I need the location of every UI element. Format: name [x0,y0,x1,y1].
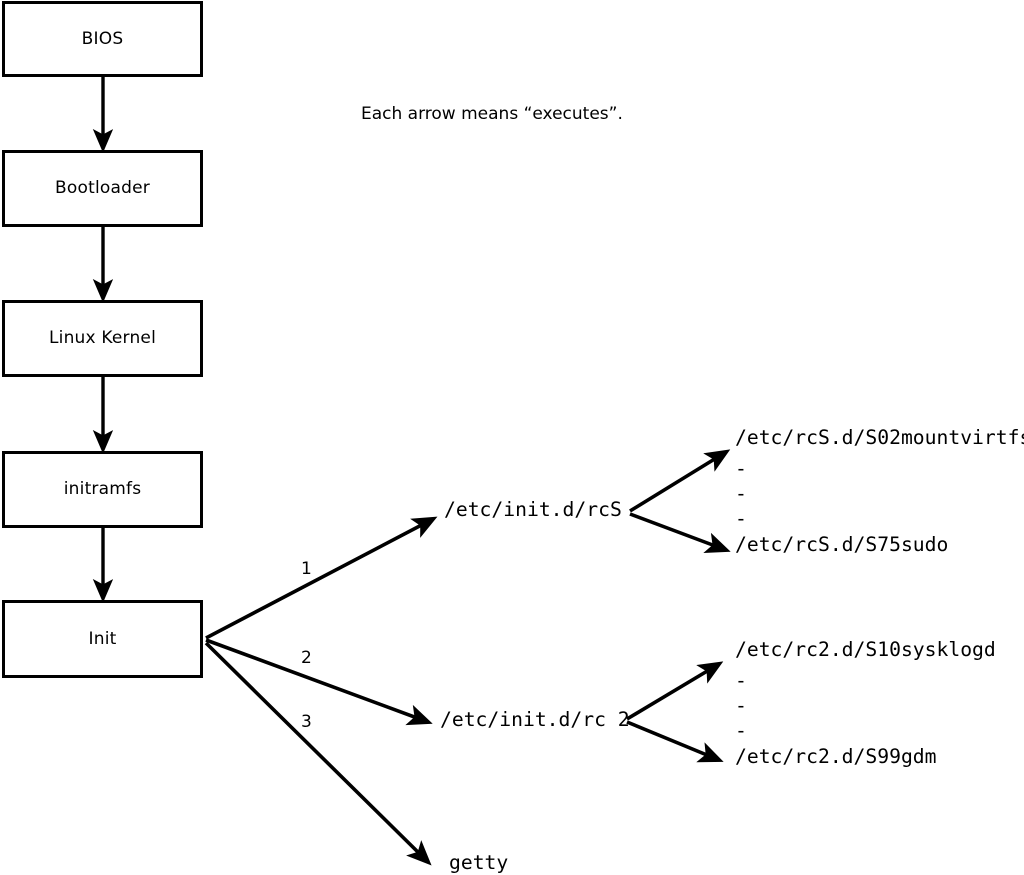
node-label-bios: BIOS [81,28,124,49]
node-box-init[interactable]: Init [2,600,203,678]
node-label-bootloader: Bootloader [55,178,150,198]
ellipsis-mark-rc2-2: - [735,694,747,717]
ellipsis-mark-rc2-1: - [735,669,747,692]
arrow-init-to-rc2 [205,638,433,726]
edge-number-1: 1 [301,559,312,579]
node-box-linux-kernel[interactable]: Linux Kernel [2,300,203,377]
arrow-init-to-rcS [205,516,438,640]
text-node-rc2-first[interactable]: /etc/rc2.d/S10sysklogd [735,638,996,661]
text-node-getty[interactable]: getty [449,851,509,874]
arrow-init-to-getty [204,641,432,866]
text-node-rc2[interactable]: /etc/init.d/rc 2 [440,708,630,731]
ellipsis-mark-rc2-3: - [735,719,747,742]
arrow-rc2-to-last [626,720,724,763]
arrow-rcS-to-first [629,449,731,513]
arrow-rc2-to-first [626,661,724,721]
diagram-caption: Each arrow means “executes”. [361,104,623,124]
ellipsis-mark-rcS-1: - [735,457,747,480]
edge-number-2: 2 [301,648,312,668]
text-node-rcS-first[interactable]: /etc/rcS.d/S02mountvirtfs [735,426,1024,449]
text-node-rc2-last[interactable]: /etc/rc2.d/S99gdm [735,745,937,768]
ellipsis-mark-rcS-2: - [735,482,747,505]
node-label-init: Init [88,628,117,649]
arrow-rcS-to-last [629,512,731,554]
node-box-bootloader[interactable]: Bootloader [2,150,203,227]
text-node-rcS[interactable]: /etc/init.d/rcS [444,498,622,521]
node-label-linux-kernel: Linux Kernel [48,328,156,348]
node-box-initramfs[interactable]: initramfs [2,451,203,528]
ellipsis-mark-rcS-3: - [735,507,747,530]
node-label-initramfs: initramfs [63,479,142,499]
node-box-bios[interactable]: BIOS [2,1,203,77]
text-node-rcS-last[interactable]: /etc/rcS.d/S75sudo [735,533,949,556]
edge-number-3: 3 [301,712,312,732]
